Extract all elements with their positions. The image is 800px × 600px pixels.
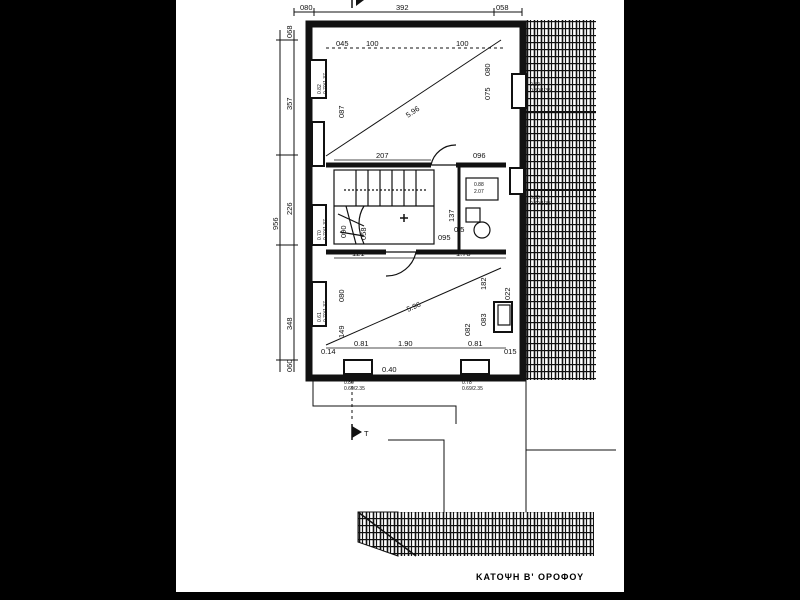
floor-plan-diagram: 080 392 058 045 100 100 068 357 956 226 … xyxy=(271,0,616,582)
dim-022: 022 xyxy=(503,287,512,300)
upper-room-diagonal xyxy=(325,39,502,157)
window-label-4: 0.700.70/1.37 xyxy=(317,219,329,240)
section-marker-label: T xyxy=(364,429,369,438)
dim-096: 096 xyxy=(473,151,486,160)
dim-190: 1.90 xyxy=(398,339,413,348)
dim-upper-left-vert: 087 xyxy=(337,105,346,118)
roof-tiles-upper xyxy=(526,20,596,115)
dim-upper-diagonal: 5.96 xyxy=(404,104,421,120)
dim-014: 0.14 xyxy=(321,347,336,356)
bottom-wall-windows xyxy=(343,359,490,375)
staircase xyxy=(333,169,435,245)
dim-bath-2: 2.07 xyxy=(474,189,484,195)
roof-tiles-bottom xyxy=(358,512,594,556)
dim-bath-1: 0.88 xyxy=(474,182,484,188)
left-wall-windows xyxy=(309,59,327,327)
dim-stair-5: 0.5 xyxy=(454,225,464,234)
dim-081b: 0.81 xyxy=(468,339,483,348)
dim-178: 1.78 xyxy=(456,249,471,258)
dim-stair-4: 095 xyxy=(438,233,451,242)
top-dimension-chain xyxy=(293,8,523,49)
door-arcs xyxy=(385,144,457,277)
dim-stair-1: 090 xyxy=(339,225,348,238)
dim-top-inner-2: 100 xyxy=(456,39,469,48)
dim-lower-right-vert-1: 182 xyxy=(479,277,488,290)
center-marker xyxy=(400,214,408,222)
dim-top-left: 080 xyxy=(300,3,313,12)
dim-top-inner-1: 100 xyxy=(366,39,379,48)
dim-left-bottom: 060 xyxy=(285,359,294,372)
dim-207: 207 xyxy=(376,151,389,160)
exterior-walls xyxy=(305,20,527,382)
dim-top-total: 392 xyxy=(396,3,409,12)
dim-left-top-small: 068 xyxy=(285,25,294,38)
dim-121: 121 xyxy=(352,249,365,258)
dim-left-total: 956 xyxy=(271,217,280,230)
dim-lower-left-vert-1: 080 xyxy=(337,289,346,302)
drawing-sheet: 080 392 058 045 100 100 068 357 956 226 … xyxy=(176,0,624,592)
dim-lower-right-vert-3: 083 xyxy=(479,313,488,326)
dim-left-upper: 357 xyxy=(285,97,294,110)
dim-top-small: 045 xyxy=(336,39,349,48)
roof-tiles-middle xyxy=(526,112,596,192)
interior-walls xyxy=(326,162,506,255)
section-marker-icon xyxy=(352,426,362,438)
left-dimension-chain xyxy=(276,30,298,372)
dim-stair-2: 058 xyxy=(359,227,368,240)
dim-lower-diagonal: 5.96 xyxy=(405,300,422,314)
window-label-5: 0.610.70/1.37 xyxy=(317,301,329,322)
dim-stair-3: 137 xyxy=(447,209,456,222)
dim-upper-right-vert-1: 080 xyxy=(483,63,492,76)
bathroom-fixtures xyxy=(465,177,511,326)
site-lines xyxy=(312,380,616,512)
roof-tiles-lower xyxy=(526,190,596,380)
dim-lower-right-vert-2: 082 xyxy=(463,323,472,336)
dim-top-right: 058 xyxy=(496,3,509,12)
dim-left-mid: 226 xyxy=(285,202,294,215)
dim-left-lower: 348 xyxy=(285,317,294,330)
dim-081a: 0.81 xyxy=(354,339,369,348)
dim-lower-left-vert-2: 149 xyxy=(337,325,346,338)
window-label-1: 0.820.70/1.37 xyxy=(317,73,329,94)
top-section-marker-icon xyxy=(356,0,364,6)
dim-015: 015 xyxy=(504,347,517,356)
dim-upper-right-vert-2: 075 xyxy=(483,87,492,100)
drawing-title: ΚΑΤΟΨΗ Β' ΟΡΟΦΟΥ xyxy=(476,572,584,582)
lower-room-diagonal xyxy=(325,267,502,346)
dim-040: 0.40 xyxy=(382,365,397,374)
